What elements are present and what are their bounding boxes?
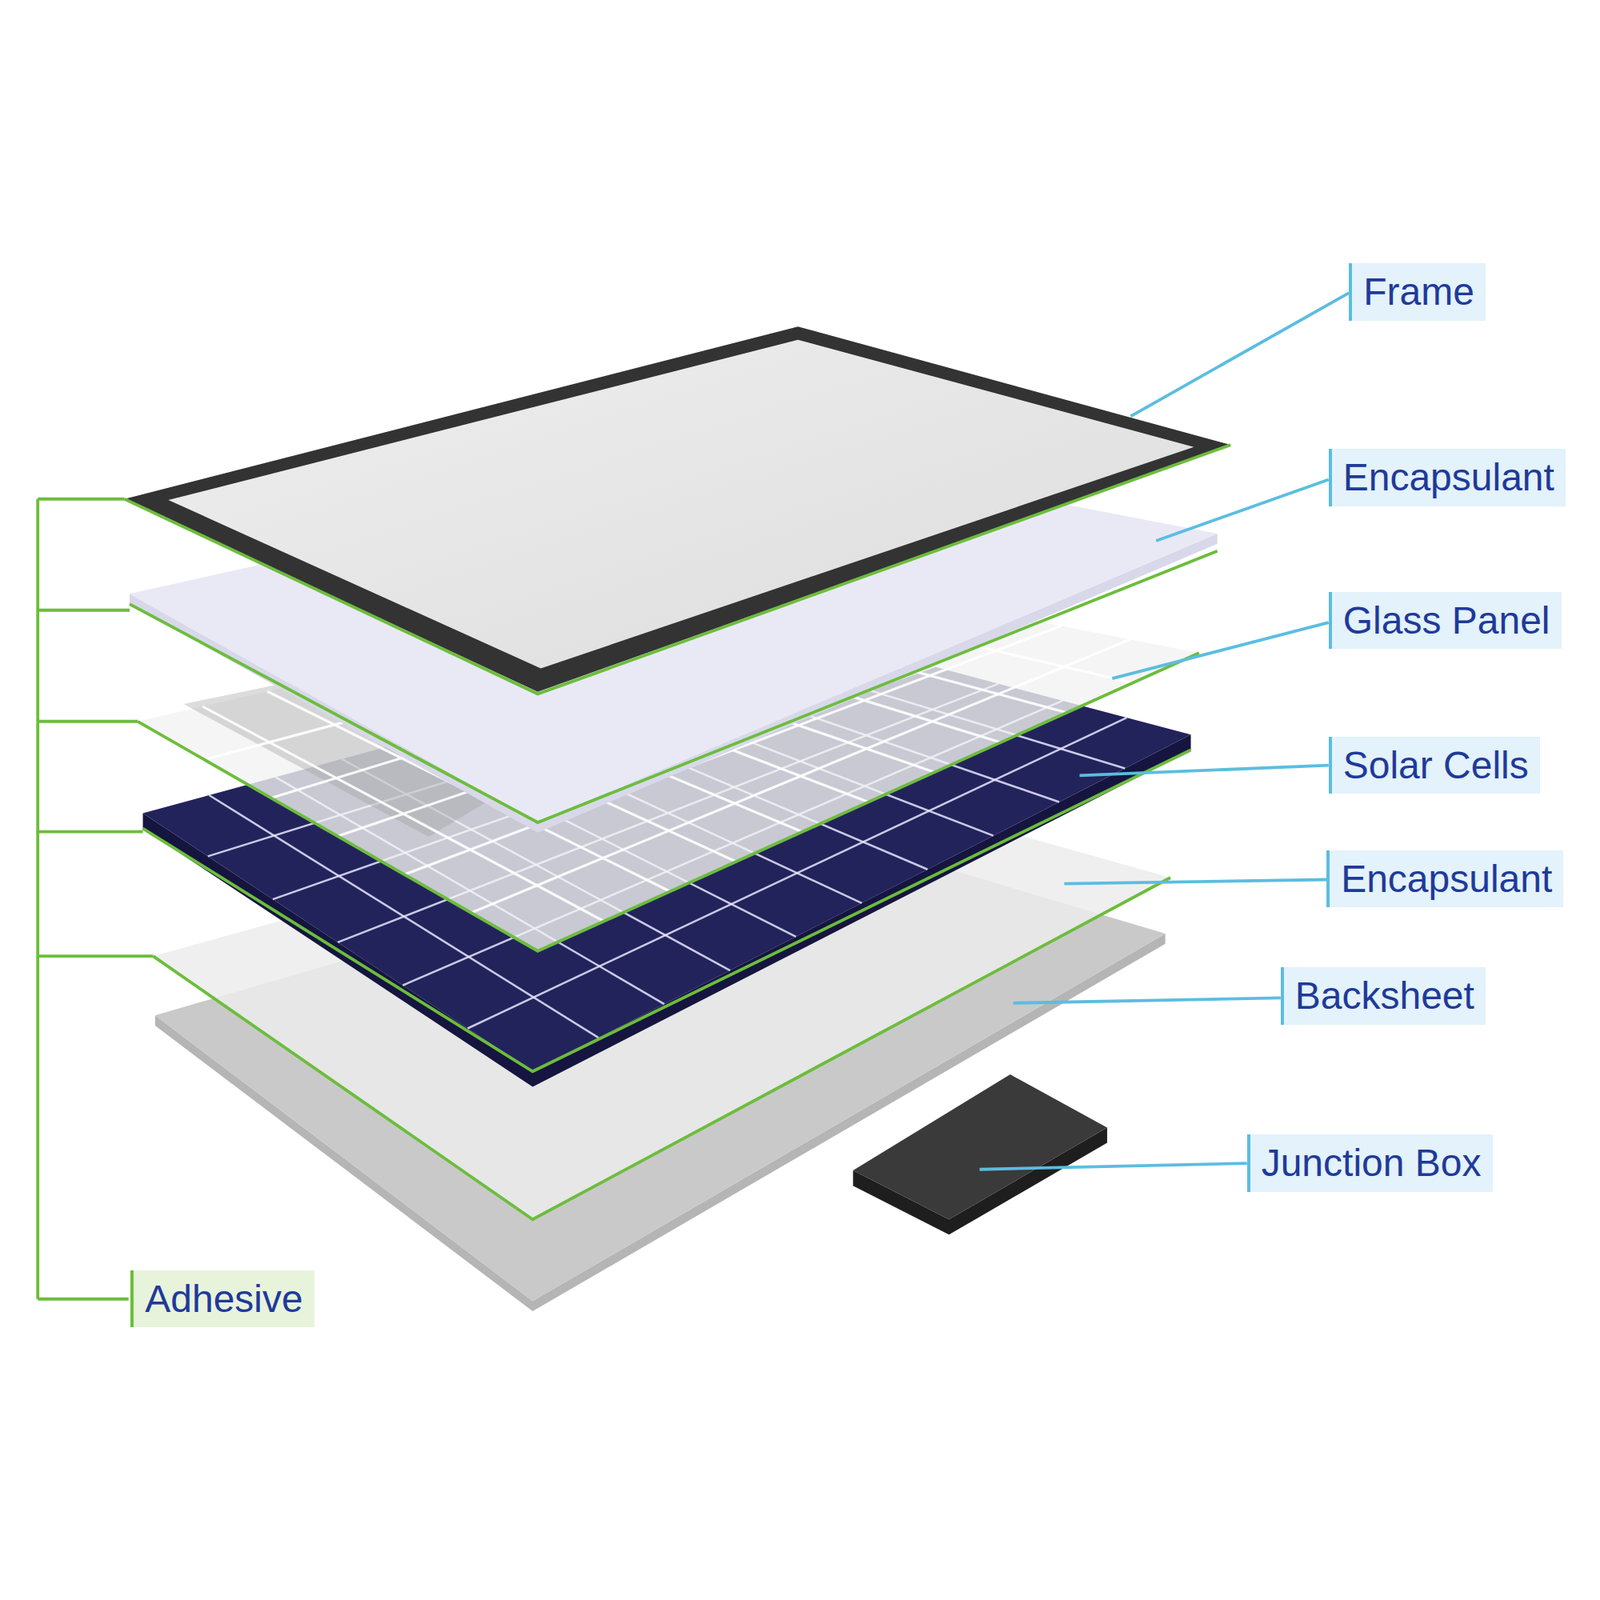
callout-box: Encapsulant	[1328, 448, 1566, 506]
callout-box: Junction Box	[1247, 1134, 1493, 1192]
adhesive-bracket	[37, 499, 153, 1300]
callout-box: Encapsulant	[1326, 850, 1564, 908]
callout-box: Solar Cells	[1328, 736, 1540, 794]
part-label: Encapsulant	[1343, 456, 1555, 499]
leader-line	[1013, 997, 1281, 1003]
callout-box: Glass Panel	[1328, 592, 1562, 649]
frame-outer	[124, 326, 1232, 692]
leader-line	[1156, 479, 1329, 541]
part-label: Adhesive	[144, 1277, 303, 1320]
callout-box: Adhesive	[130, 1270, 314, 1328]
leader-line	[1079, 765, 1328, 776]
part-label: Junction Box	[1261, 1141, 1482, 1184]
adhesive-edge	[124, 444, 1232, 694]
callout-box: Frame	[1348, 263, 1486, 320]
leader-line	[1064, 879, 1327, 884]
leader-line	[979, 1163, 1247, 1170]
part-label: Solar Cells	[1343, 744, 1529, 787]
callout-box: Backsheet	[1280, 967, 1486, 1024]
part-label: Encapsulant	[1340, 857, 1552, 900]
part-label: Glass Panel	[1343, 599, 1551, 642]
part-label: Backsheet	[1295, 974, 1475, 1017]
frame-inner	[168, 340, 1194, 669]
leader-line	[1130, 292, 1349, 416]
leader-line	[1112, 622, 1328, 679]
junction-box	[852, 1074, 1108, 1220]
part-label: Frame	[1363, 270, 1475, 313]
